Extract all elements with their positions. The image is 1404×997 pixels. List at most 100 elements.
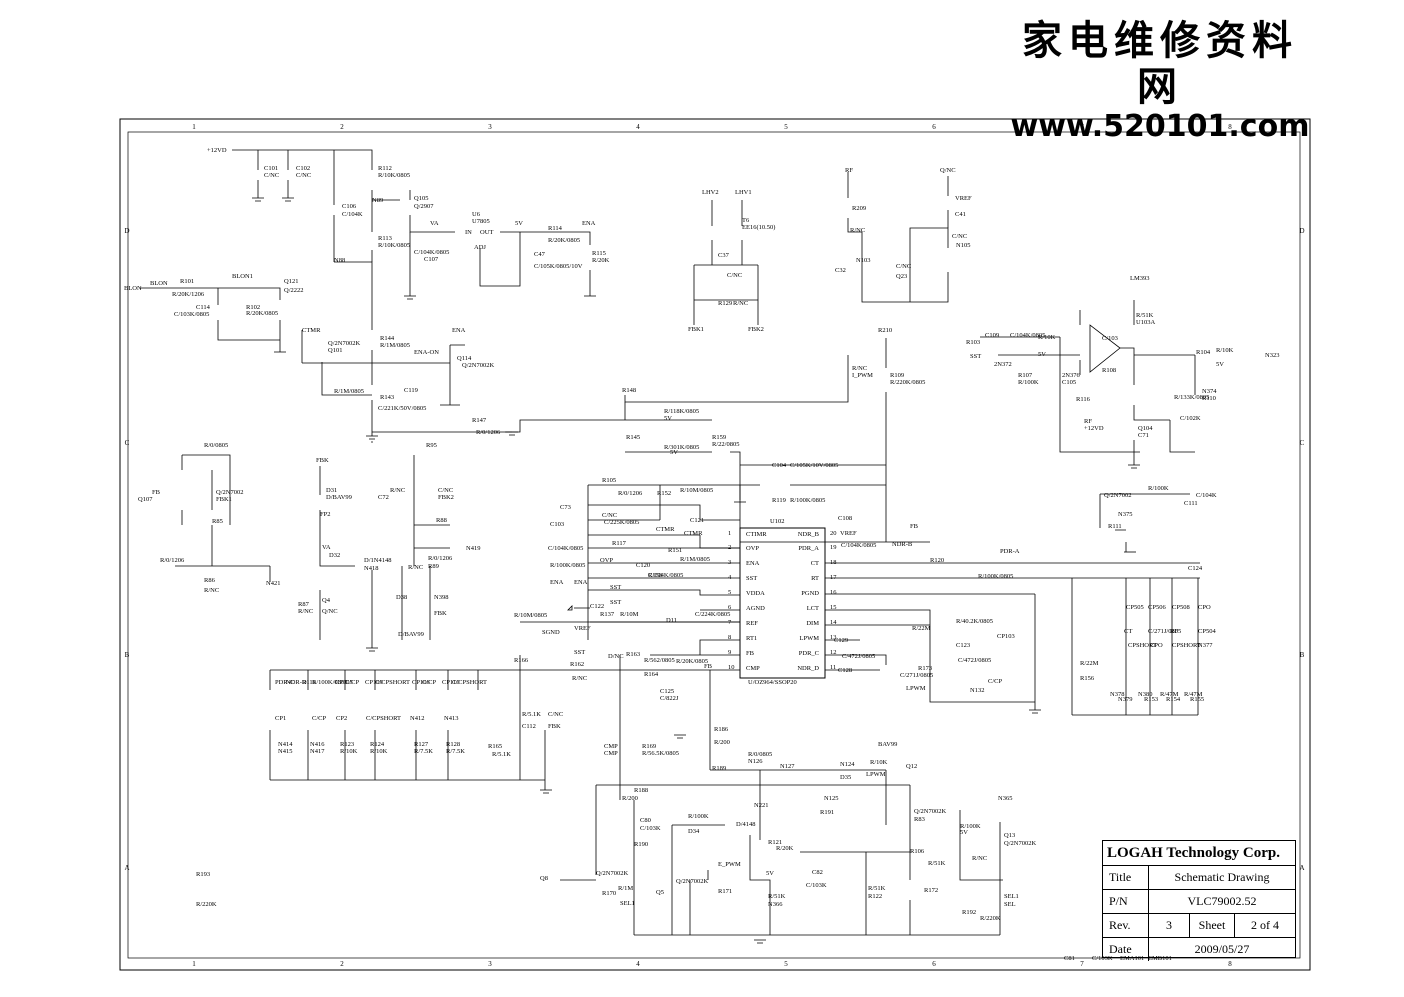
component-label: R/22M [1080, 660, 1099, 667]
component-label: C103 [550, 521, 564, 528]
pn-value: VLC79002.52 [1187, 894, 1257, 908]
component-label: R/10K [870, 759, 888, 766]
component-label: CP109 [365, 679, 383, 686]
ic-part: U/OZ964/SSOP20 [748, 679, 797, 686]
component-label: R155 [1190, 696, 1204, 703]
component-label: R/10K [1038, 334, 1056, 341]
component-label: C82 [812, 869, 823, 876]
component-label: R148 [622, 387, 636, 394]
component-label: C/104K/0805 [548, 545, 583, 552]
component-label: C/105K/10V/0805 [790, 462, 838, 469]
component-label: C/271J/0805 [900, 672, 933, 679]
component-label: VREF [840, 530, 857, 537]
watermark: 家电维修资料网 www.520101.com [1010, 18, 1310, 144]
component-label: R/0/1206 [476, 429, 501, 436]
component-label: 5V [664, 415, 672, 422]
component-label: C/NC [438, 487, 453, 494]
component-label: SEL1 [1004, 893, 1019, 900]
component-label: R186 [714, 726, 729, 733]
component-label: C41 [955, 211, 966, 218]
component-label: Q104 [1138, 425, 1153, 432]
component-label: R104 [1196, 349, 1211, 356]
component-label: C114 [196, 304, 211, 311]
component-label: C/NC [727, 272, 742, 279]
component-label: N105 [956, 242, 970, 249]
component-label: E_PWM [718, 861, 741, 868]
component-label: R/20K/0805 [246, 310, 278, 317]
component-label: BAV99 [878, 741, 897, 748]
component-label: SST [970, 353, 981, 360]
component-label: D/BAV99 [326, 494, 352, 501]
component-label: FBK2 [748, 326, 764, 333]
component-label: BLON1 [232, 273, 253, 280]
component-label: R117 [612, 540, 627, 547]
component-label: SGND [542, 629, 560, 636]
component-label: 5V [515, 220, 523, 227]
component-label: CP2 [336, 715, 347, 722]
component-label: R/NC [733, 300, 748, 307]
ic-pin-name: RT [811, 575, 819, 582]
component-label: R/NC [204, 587, 219, 594]
component-label: N418 [364, 565, 378, 572]
component-label: R/100K/0805 [978, 573, 1013, 580]
component-label: N413 [444, 715, 458, 722]
component-label: FP2 [320, 511, 330, 518]
component-label: C/271J/0805 [1148, 628, 1181, 635]
component-label: Q/2N7002K [914, 808, 946, 815]
component-label: ENA [550, 579, 564, 586]
component-label: R/51K [868, 885, 886, 892]
component-label: IN [465, 229, 472, 236]
component-label: N416 [310, 741, 325, 748]
component-label: R152 [657, 490, 671, 497]
grid-col-label: 8 [1228, 960, 1232, 968]
component-label: R169 [642, 743, 656, 750]
ic-pin-name: LCT [807, 605, 819, 612]
grid-col-label: 3 [488, 123, 492, 131]
component-label: C/103 [1102, 335, 1118, 342]
component-label: Q/2N7002K [596, 870, 628, 877]
component-label: EMB101 [1148, 955, 1172, 962]
component-label: CP105 [335, 679, 353, 686]
component-label: R124 [370, 741, 385, 748]
component-label: C/102K [1180, 415, 1201, 422]
component-label: C112 [522, 723, 536, 730]
component-label: R/1M/0805 [680, 556, 710, 563]
grid-col-label: 5 [784, 960, 788, 968]
component-label: N132 [970, 687, 984, 694]
component-label: R/100K [688, 813, 709, 820]
component-label: 5V [1216, 361, 1224, 368]
ic-pin-name: ENA [746, 560, 760, 567]
component-label: +12VD [207, 147, 227, 154]
title-value: Schematic Drawing [1174, 870, 1270, 884]
component-label: C80 [640, 817, 651, 824]
rev-label: Rev. [1103, 914, 1149, 937]
component-label: C/472J/0805 [958, 657, 991, 664]
component-label: 2N372 [994, 361, 1012, 368]
ic-pin-number: 2 [728, 544, 731, 551]
ic-pin-number: 15 [830, 604, 837, 611]
component-label: NDR-D [286, 679, 307, 686]
component-label: FBK2 [438, 494, 454, 501]
grid-col-label: 2 [340, 960, 344, 968]
component-label: C125 [660, 688, 674, 695]
ic-pins: CTIMR1OVP2ENA3SST4VDDA5AGND6REF7RT18FB9C… [728, 530, 837, 672]
component-label: C/104K/0805 [1010, 332, 1045, 339]
component-label: R122 [868, 893, 882, 900]
component-label: R88 [436, 517, 447, 524]
ic-pin-number: 20 [830, 530, 837, 537]
component-label: N103 [856, 257, 870, 264]
component-label: R144 [380, 335, 395, 342]
component-label: C71 [1138, 432, 1149, 439]
component-label: SST [610, 584, 621, 591]
component-label: CPSHORT [1172, 642, 1201, 649]
component-label: CT [1124, 628, 1132, 635]
component-label: C108 [838, 515, 852, 522]
component-label: R/100K [1148, 485, 1169, 492]
component-label: R158 [648, 572, 662, 579]
component-label: LM393 [1130, 275, 1150, 282]
ic-u102-body [739, 527, 826, 679]
component-label: FB [910, 523, 919, 530]
grid-row-label: C [125, 439, 130, 447]
component-label: R110 [1202, 395, 1216, 402]
component-label: C111 [1184, 500, 1198, 507]
